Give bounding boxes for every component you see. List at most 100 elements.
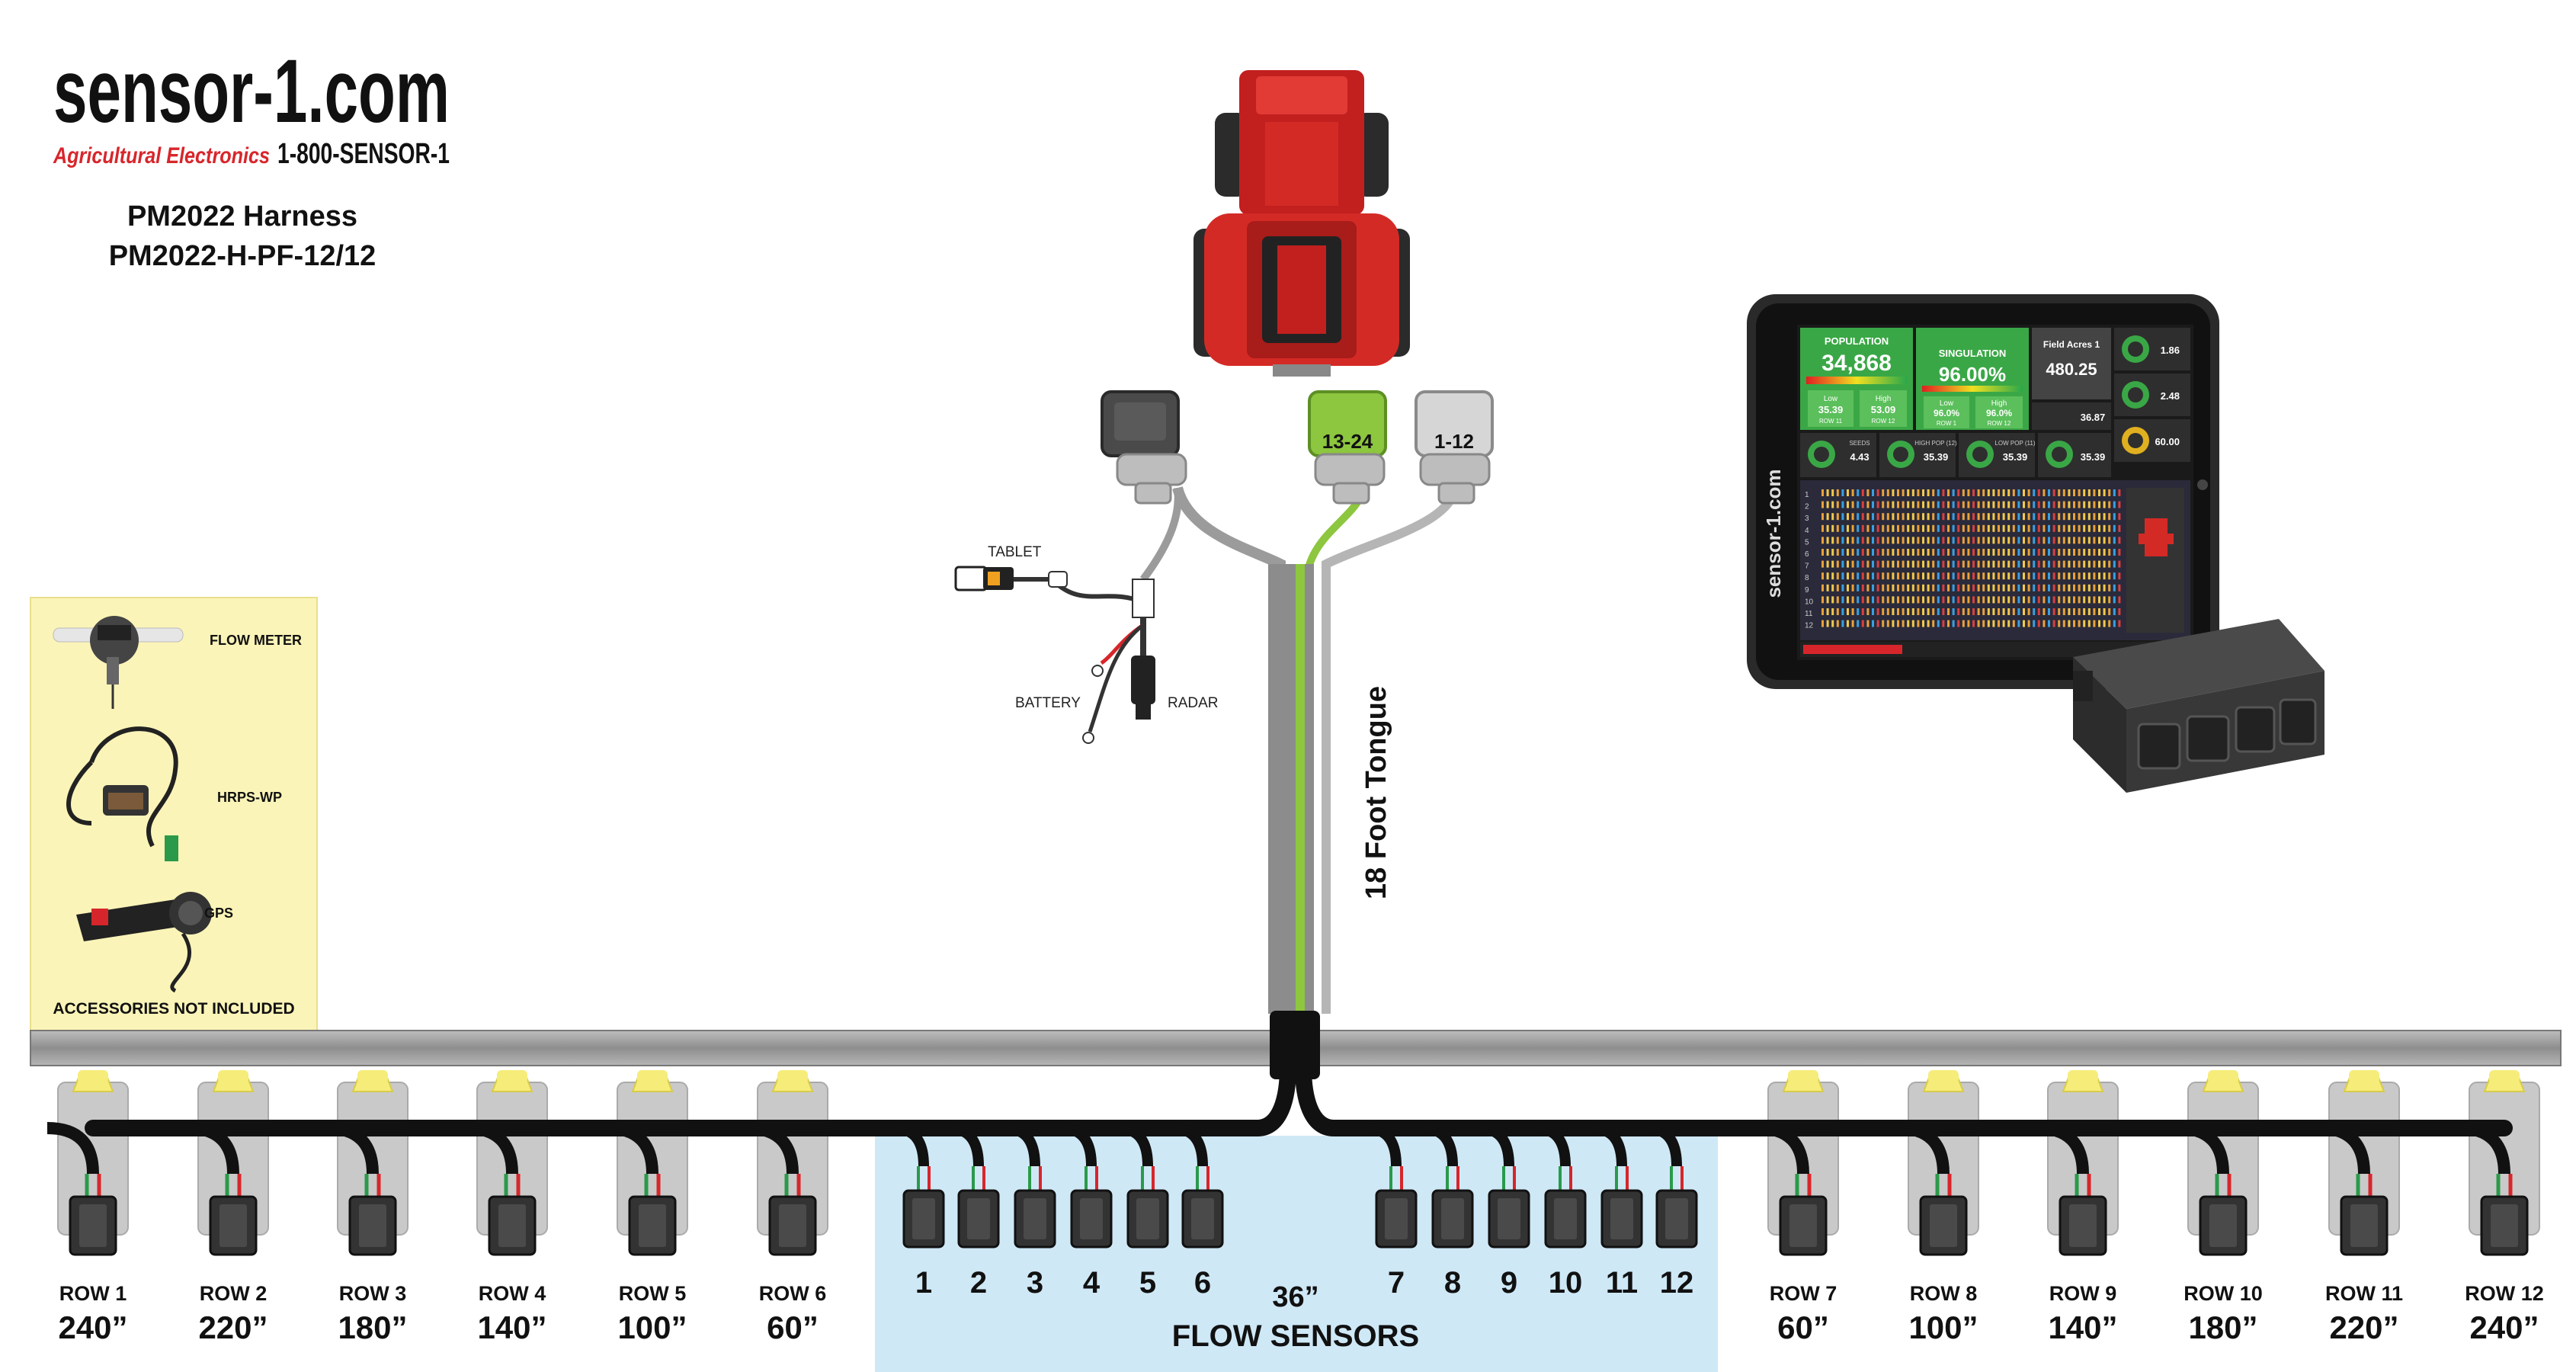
seed-mark xyxy=(1857,513,1860,521)
seed-mark xyxy=(2087,560,2091,568)
seed-mark xyxy=(1847,549,1849,556)
flow-sensor-2 xyxy=(947,1123,1000,1249)
seed-mark xyxy=(2033,572,2036,580)
seed-mark xyxy=(2017,584,2020,591)
connector-face xyxy=(1498,1198,1520,1239)
seed-mark xyxy=(1872,572,1874,580)
seed-mark xyxy=(2017,560,2020,568)
seed-mark xyxy=(1937,524,1940,532)
seed-mark xyxy=(2108,584,2111,591)
seed-mark xyxy=(2078,537,2081,544)
seed-mark xyxy=(2007,513,2010,521)
flow-sensor-10 xyxy=(1534,1123,1587,1249)
seed-mark xyxy=(2103,620,2106,627)
screen-sing-high-value: 96.0% xyxy=(1986,408,2012,418)
connector-face xyxy=(1789,1204,1817,1247)
seed-mark xyxy=(1841,596,1844,604)
row-label: ROW 4 xyxy=(479,1282,546,1305)
seed-mark xyxy=(1851,572,1854,580)
seed-mark xyxy=(1826,524,1829,532)
seed-mark xyxy=(1911,584,1914,591)
seed-mark xyxy=(2052,560,2055,568)
seed-mark xyxy=(1982,572,1985,580)
seed-mark xyxy=(2012,489,2015,496)
seed-mark xyxy=(2062,501,2065,508)
flow-sensor-number: 8 xyxy=(1444,1266,1461,1300)
plug-power xyxy=(1101,390,1187,505)
seed-mark xyxy=(2108,572,2111,580)
seed-mark xyxy=(2037,608,2040,615)
seed-mark xyxy=(1866,572,1870,580)
seed-mark xyxy=(1866,549,1870,556)
seed-mark xyxy=(1962,549,1965,556)
seed-mark xyxy=(2027,584,2030,591)
seed-mark xyxy=(1851,608,1854,615)
seed-mark xyxy=(2052,584,2055,591)
accessories-panel: FLOW METER HRPS-WP GPS ACCESSORIES NOT I… xyxy=(30,597,318,1031)
seed-mark xyxy=(1942,537,1945,544)
seed-mark xyxy=(1927,584,1930,591)
seed-mark xyxy=(1897,549,1899,556)
seed-mark xyxy=(1866,501,1870,508)
seed-mark xyxy=(1886,501,1889,508)
seed-mark xyxy=(1922,549,1924,556)
harness-part-number: PM2022-H-PF-12/12 xyxy=(109,240,376,272)
accessory-flow-meter: FLOW METER xyxy=(210,633,302,648)
seed-mark xyxy=(2087,584,2091,591)
seed-mark xyxy=(1911,572,1914,580)
seed-mark xyxy=(1892,537,1895,544)
seed-mark xyxy=(1892,501,1895,508)
seed-mark xyxy=(1917,537,1920,544)
seed-mark xyxy=(1886,620,1889,627)
seed-mark xyxy=(1947,620,1950,627)
seed-mark xyxy=(1907,608,1910,615)
connector-face xyxy=(1930,1204,1957,1247)
seed-mark xyxy=(1987,596,1990,604)
seed-mark xyxy=(2052,596,2055,604)
logo-text: sensor-1.com xyxy=(53,41,450,142)
seed-mark xyxy=(2062,537,2065,544)
seed-mark xyxy=(2002,560,2005,568)
seed-mark xyxy=(2118,501,2121,508)
flow-drop-cable xyxy=(1645,1123,1682,1167)
row-unit-right-1 xyxy=(1757,1070,1839,1256)
tablet-side-logo: sensor-1.com xyxy=(1762,469,1785,598)
seed-mark xyxy=(1876,620,1879,627)
seed-mark xyxy=(2048,560,2050,568)
seed-mark xyxy=(2002,549,2005,556)
seed-mark xyxy=(1947,489,1950,496)
tablet-display: sensor-1.com POPULATION 34,868 Low 35.39… xyxy=(1747,294,2219,689)
seed-mark xyxy=(1841,608,1844,615)
seed-mark xyxy=(1977,596,1980,604)
seed-mark xyxy=(1947,608,1950,615)
seed-mark xyxy=(2037,596,2040,604)
seed-mark xyxy=(2087,537,2091,544)
seed-mark xyxy=(1882,501,1885,508)
row-unit-right-6 xyxy=(2458,1070,2540,1256)
connector-face xyxy=(1554,1198,1577,1239)
seed-mark xyxy=(1831,596,1834,604)
seed-mark xyxy=(2098,489,2100,496)
seed-mark xyxy=(2048,489,2050,496)
seed-mark xyxy=(1927,489,1930,496)
seed-mark xyxy=(1821,596,1824,604)
seed-mark xyxy=(1882,608,1885,615)
seed-mark xyxy=(1952,560,1955,568)
seed-mark xyxy=(1977,584,1980,591)
seed-mark xyxy=(1897,501,1899,508)
seed-mark xyxy=(1957,584,1960,591)
seed-sensor-cap xyxy=(2208,1070,2238,1084)
seed-mark xyxy=(1886,537,1889,544)
seed-mark xyxy=(1872,596,1874,604)
seed-mark xyxy=(2058,537,2061,544)
seed-mark xyxy=(2043,608,2046,615)
row-unit-right-4 xyxy=(2177,1070,2259,1256)
seed-mark xyxy=(1962,620,1965,627)
accessory-gps: GPS xyxy=(204,906,233,921)
seed-mark xyxy=(2113,560,2116,568)
seed-mark xyxy=(2012,620,2015,627)
seed-mark xyxy=(1937,584,1940,591)
seed-mark xyxy=(1911,620,1914,627)
seed-mark xyxy=(2002,572,2005,580)
seed-mark xyxy=(1992,549,1995,556)
